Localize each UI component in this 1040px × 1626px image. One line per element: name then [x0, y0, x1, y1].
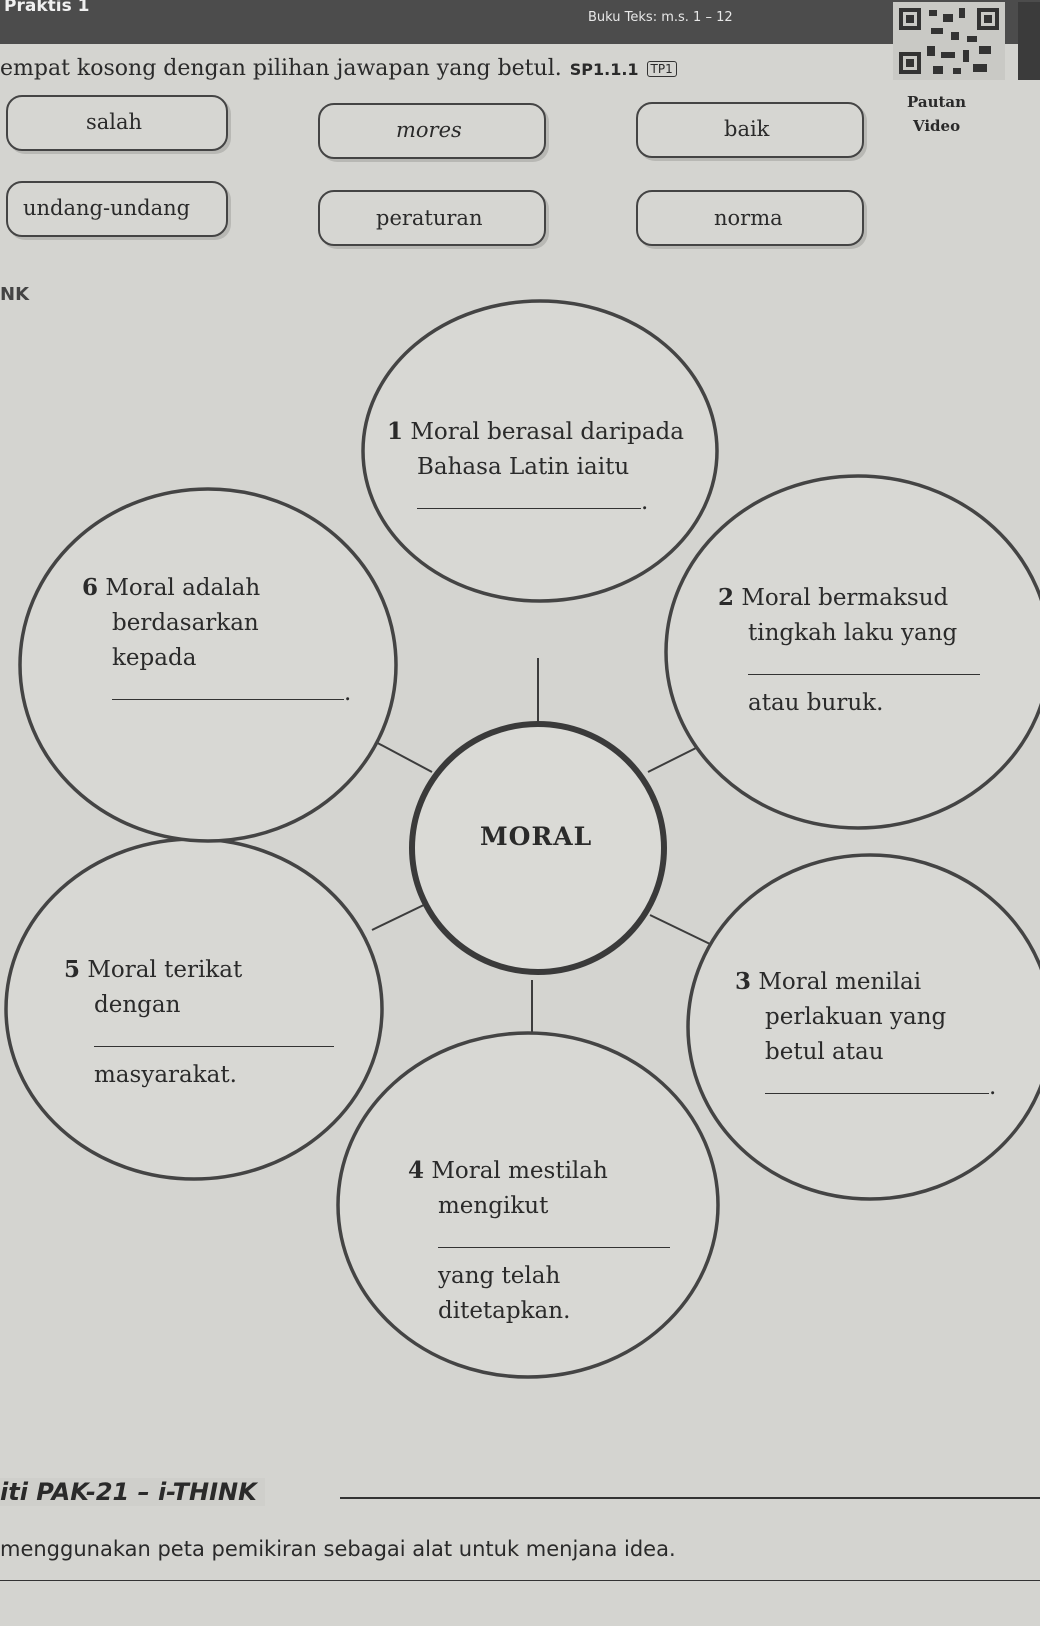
- center-circle: [409, 721, 667, 975]
- circle-2: [664, 474, 1040, 830]
- connector-6: [371, 739, 433, 773]
- word-option-label: mores: [396, 118, 462, 142]
- circle-6-number: 6: [82, 574, 99, 601]
- word-option-6: norma: [636, 190, 864, 246]
- answer-blank-6[interactable]: [112, 677, 344, 700]
- word-option-1: salah: [6, 95, 228, 151]
- circle-1-number: 1: [387, 418, 404, 445]
- answer-blank-3[interactable]: [765, 1071, 989, 1094]
- word-option-3: baik: [636, 102, 864, 158]
- standard-code: SP1.1.1: [569, 60, 639, 79]
- circle-1-text: 1 Moral berasal daripada Bahasa Latin ia…: [387, 414, 684, 520]
- video-link-line1: Pautan: [907, 93, 967, 111]
- circle-3-line3: betul atau: [765, 1039, 884, 1065]
- circle-3-line2: perlakuan yang: [765, 1004, 947, 1030]
- word-option-5: peraturan: [318, 190, 546, 246]
- circle-1-line2: Bahasa Latin iaitu: [417, 454, 630, 480]
- circle-1-line1: Moral berasal daripada: [410, 419, 684, 445]
- word-option-label: salah: [86, 110, 143, 134]
- circle-3: [686, 853, 1040, 1201]
- footer-rule-1: [340, 1497, 1040, 1499]
- footer-rule-2: [0, 1580, 1040, 1581]
- section-title: Praktis 1: [4, 0, 90, 16]
- word-option-label: undang-undang: [23, 196, 191, 220]
- circle-6-line1: Moral adalah: [105, 575, 261, 601]
- connector-2: [647, 743, 705, 773]
- word-option-label: norma: [714, 206, 783, 230]
- qr-code[interactable]: [893, 2, 1005, 80]
- circle-1-end: .: [641, 489, 649, 515]
- page-edge-tab: [1018, 2, 1040, 80]
- answer-blank-4[interactable]: [438, 1225, 670, 1248]
- circle-5-text: 5 Moral terikat dengan masyarakat.: [64, 952, 334, 1093]
- circle-4-line4: yang telah: [438, 1263, 561, 1289]
- circle-4: [336, 1031, 720, 1379]
- footer-text: menggunakan peta pemikiran sebagai alat …: [0, 1537, 676, 1561]
- circle-4-line2: mengikut: [438, 1193, 549, 1219]
- circle-3-line1: Moral menilai: [758, 969, 922, 995]
- circle-3-text: 3 Moral menilai perlakuan yang betul ata…: [735, 964, 996, 1105]
- nk-label: NK: [0, 284, 30, 305]
- circle-4-line1: Moral mestilah: [431, 1158, 608, 1184]
- circle-2-number: 2: [718, 584, 735, 611]
- word-option-label: baik: [724, 117, 770, 141]
- word-option-4: undang-undang: [6, 181, 228, 237]
- answer-blank-5[interactable]: [94, 1024, 334, 1047]
- circle-4-number: 4: [408, 1157, 425, 1184]
- textbook-reference: Buku Teks: m.s. 1 – 12: [588, 10, 733, 25]
- circle-4-text: 4 Moral mestilah mengikut yang telah dit…: [408, 1153, 670, 1329]
- circle-2-line4: atau buruk.: [748, 690, 884, 716]
- circle-3-end: .: [989, 1074, 997, 1100]
- video-link[interactable]: Pautan Video: [907, 90, 966, 138]
- circle-2-text: 2 Moral bermaksud tingkah laku yang atau…: [718, 580, 980, 721]
- header-bar: Praktis 1 Buku Teks: m.s. 1 – 12: [0, 0, 1040, 44]
- circle-5-line4: masyarakat.: [94, 1062, 237, 1088]
- answer-blank-1[interactable]: [417, 486, 641, 509]
- circle-2-line1: Moral bermaksud: [741, 585, 949, 611]
- circle-6-end: .: [344, 680, 352, 706]
- connector-5: [371, 901, 431, 931]
- instruction-text: empat kosong dengan pilihan jawapan yang…: [0, 56, 562, 81]
- circle-2-line2: tingkah laku yang: [748, 620, 958, 646]
- circle-6-line3: kepada: [112, 645, 197, 671]
- instruction: empat kosong dengan pilihan jawapan yang…: [0, 56, 677, 81]
- answer-blank-2[interactable]: [748, 652, 980, 675]
- circle-6: [18, 487, 398, 843]
- circle-3-number: 3: [735, 968, 752, 995]
- center-label: MORAL: [480, 822, 593, 851]
- circle-6-line2: berdasarkan: [112, 610, 259, 636]
- circle-5-line2: dengan: [94, 992, 181, 1018]
- connector-lines: [371, 658, 711, 1045]
- circle-6-text: 6 Moral adalah berdasarkan kepada .: [82, 570, 351, 711]
- footer-title: iti PAK-21 – i-THINK: [0, 1478, 265, 1506]
- level-badge: TP1: [646, 61, 677, 77]
- word-option-2: mores: [318, 103, 546, 159]
- circle-5-line1: Moral terikat: [87, 957, 243, 983]
- connector-3: [649, 914, 711, 945]
- circle-1: [361, 299, 719, 603]
- circle-4-line5: ditetapkan.: [438, 1298, 571, 1324]
- video-link-line2: Video: [912, 117, 961, 135]
- word-option-label: peraturan: [376, 206, 483, 230]
- circle-5-number: 5: [64, 956, 81, 983]
